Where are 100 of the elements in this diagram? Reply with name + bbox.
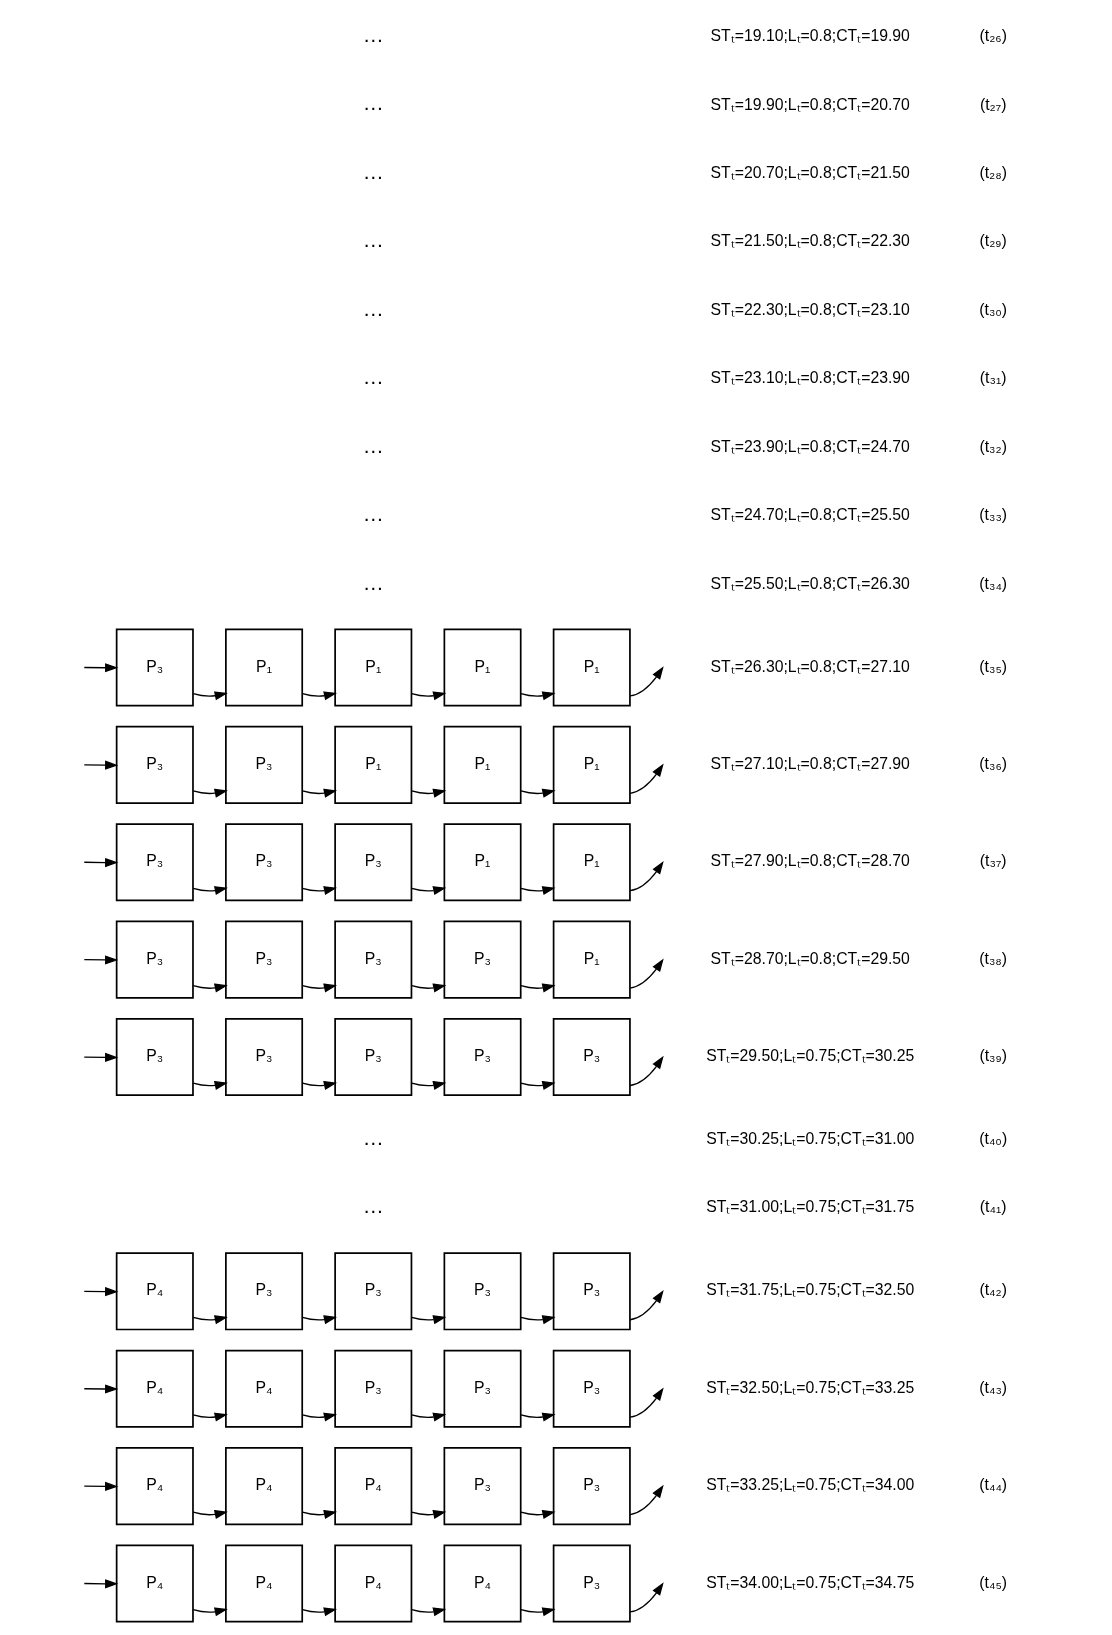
- label: (t₃₆): [979, 754, 1008, 772]
- arrow: [83, 857, 119, 868]
- arrow: [192, 788, 228, 798]
- arrow: [301, 1315, 338, 1325]
- label: STₜ=27.90;Lₜ=0.8;CTₜ=28.70: [710, 852, 910, 870]
- arrow: [301, 1509, 338, 1519]
- arrow: [192, 886, 228, 896]
- arrow: [520, 1412, 556, 1422]
- label: …: [362, 1194, 384, 1218]
- label: …: [362, 502, 384, 526]
- node-box: P₃: [115, 725, 194, 804]
- arrow: [629, 1484, 664, 1516]
- arrow: [301, 886, 338, 896]
- label: (t₃₂): [979, 437, 1007, 455]
- label: STₜ=26.30;Lₜ=0.8;CTₜ=27.10: [710, 657, 910, 675]
- label: (t₂₈): [979, 163, 1007, 181]
- node-box: P₄: [334, 1447, 413, 1526]
- node-box: P₃: [225, 1018, 304, 1097]
- arrow: [629, 1387, 664, 1418]
- node-box: P₃: [443, 1252, 522, 1331]
- node-box: P₄: [443, 1544, 522, 1623]
- label: (t₄₃): [979, 1378, 1008, 1396]
- node-box: P₁: [443, 823, 522, 902]
- node-box: P₄: [115, 1447, 194, 1526]
- arrow: [192, 1315, 228, 1325]
- arrow: [411, 691, 447, 701]
- label: (t₃₈): [979, 949, 1008, 967]
- arrow: [411, 1412, 447, 1422]
- node-box: P₁: [552, 920, 631, 999]
- node-box: P₄: [225, 1349, 304, 1428]
- label: (t₃₁): [979, 369, 1007, 387]
- node-box: P₃: [115, 823, 194, 902]
- arrow: [192, 1607, 228, 1617]
- node-box: P₃: [225, 725, 304, 804]
- node-box: P₁: [443, 725, 522, 804]
- node-box: P₃: [443, 1447, 522, 1526]
- arrow: [411, 1607, 447, 1617]
- arrow: [83, 1384, 119, 1394]
- arrow: [520, 886, 556, 896]
- label: STₜ=23.90;Lₜ=0.8;CTₜ=24.70: [710, 437, 910, 455]
- arrow: [629, 958, 664, 989]
- arrow: [629, 1290, 664, 1321]
- arrow: [520, 1607, 556, 1617]
- arrow: [629, 1582, 664, 1613]
- label: STₜ=29.50;Lₜ=0.75;CTₜ=30.25: [706, 1047, 915, 1065]
- arrow: [83, 955, 119, 965]
- node-box: P₃: [552, 1018, 631, 1097]
- label: (t₂₆): [979, 27, 1007, 45]
- label: (t₃₃): [979, 506, 1008, 524]
- label: STₜ=19.10;Lₜ=0.8;CTₜ=19.90: [710, 27, 910, 45]
- node-box: P₃: [334, 823, 413, 902]
- label: …: [362, 91, 384, 115]
- node-box: P₁: [225, 628, 304, 707]
- arrow: [520, 1080, 556, 1090]
- node-box: P₃: [334, 1018, 413, 1097]
- arrow: [411, 983, 447, 993]
- arrow: [192, 983, 228, 993]
- node-box: P₃: [552, 1544, 631, 1623]
- node-box: P₁: [334, 628, 413, 707]
- label: …: [362, 159, 384, 183]
- label: (t₂₉): [979, 232, 1007, 250]
- node-box: P₁: [552, 725, 631, 804]
- arrow: [83, 1579, 119, 1589]
- arrow: [629, 861, 664, 892]
- node-box: P₃: [225, 1252, 304, 1331]
- arrow: [629, 1055, 664, 1087]
- label: (t₄₅): [979, 1573, 1008, 1591]
- label: STₜ=24.70;Lₜ=0.8;CTₜ=25.50: [710, 506, 910, 524]
- label: STₜ=28.70;Lₜ=0.8;CTₜ=29.50: [710, 949, 910, 967]
- arrow: [520, 691, 556, 701]
- arrow: [301, 1412, 338, 1422]
- node-box: P₃: [225, 920, 304, 999]
- node-box: P₃: [552, 1447, 631, 1526]
- label: …: [362, 23, 384, 47]
- label: …: [362, 296, 384, 320]
- label: STₜ=23.10;Lₜ=0.8;CTₜ=23.90: [710, 369, 910, 387]
- label: STₜ=32.50;Lₜ=0.75;CTₜ=33.25: [706, 1378, 915, 1396]
- arrow: [411, 788, 447, 798]
- node-box: P₃: [552, 1349, 631, 1428]
- node-box: P₃: [443, 1018, 522, 1097]
- arrow: [520, 1315, 556, 1325]
- node-box: P₃: [334, 1252, 413, 1331]
- label: …: [362, 570, 384, 594]
- label: STₜ=31.00;Lₜ=0.75;CTₜ=31.75: [706, 1198, 915, 1216]
- node-box: P₄: [115, 1349, 194, 1428]
- label: (t₃₇): [979, 852, 1007, 870]
- arrow: [192, 1080, 228, 1090]
- node-box: P₄: [225, 1447, 304, 1526]
- arrow: [301, 788, 338, 798]
- arrow: [301, 1607, 338, 1617]
- label: STₜ=22.30;Lₜ=0.8;CTₜ=23.10: [710, 300, 910, 318]
- node-box: P₃: [443, 1349, 522, 1428]
- arrow: [83, 1287, 119, 1297]
- label: …: [362, 228, 384, 252]
- label: …: [362, 365, 384, 389]
- node-box: P₃: [115, 920, 194, 999]
- node-box: P₃: [115, 628, 194, 707]
- label: (t₃₅): [979, 657, 1008, 675]
- node-box: P₄: [115, 1544, 194, 1623]
- label: STₜ=19.90;Lₜ=0.8;CTₜ=20.70: [710, 95, 910, 113]
